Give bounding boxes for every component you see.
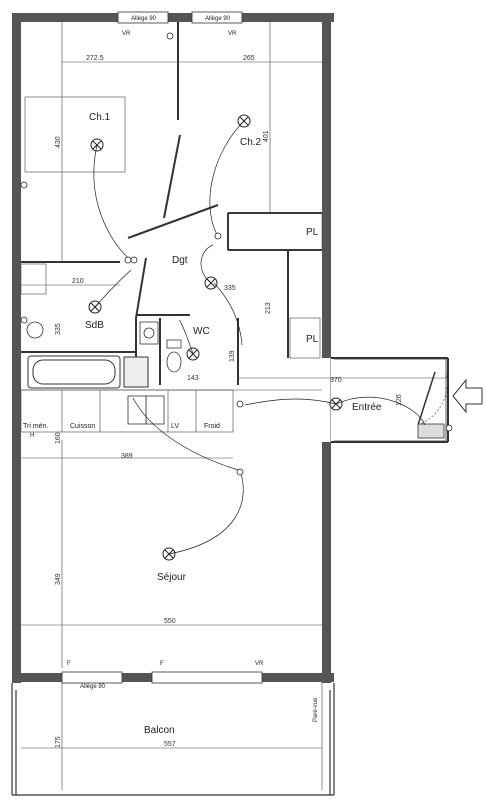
room-label-ch2: Ch.2: [240, 137, 262, 148]
label-froid: Froid: [204, 423, 220, 430]
dim-sejour-width: 550: [164, 618, 176, 625]
top-windows: [117, 11, 243, 24]
dim-kitchen-depth: 160: [55, 432, 62, 444]
dim-kitchen-width: 389: [121, 453, 133, 460]
room-label-dgt: Dgt: [172, 255, 188, 266]
dim-ch2-depth: 401: [263, 130, 270, 142]
dim-ch1-depth: 430: [55, 136, 62, 148]
dim-wc-depth: 139: [229, 350, 236, 362]
room-label-sejour: Séjour: [157, 572, 187, 583]
dim-ch1-width: 272.5: [86, 55, 104, 62]
dim-balcon-width: 557: [164, 741, 176, 748]
balcony: [11, 683, 335, 796]
wiring: [93, 120, 426, 555]
thin-lines: [20, 22, 448, 790]
sinks: [26, 321, 182, 425]
room-label-sdb: SdB: [85, 320, 104, 331]
room-label-balcon: Balcon: [144, 725, 175, 736]
dim-entree-depth: 126: [396, 394, 403, 406]
room-label-pl-1: PL: [306, 227, 319, 238]
tag-allege-bottom: Allège 90: [80, 684, 106, 690]
wall-right-lower: [322, 442, 331, 683]
wall-top: [12, 13, 334, 22]
tag-pare-vue: Pare-vue: [313, 697, 319, 722]
dim-ch2-width: 265: [243, 55, 255, 62]
label-lv: LV: [171, 423, 179, 430]
dim-sejour-depth: 349: [55, 573, 62, 585]
wall-right-upper: [322, 13, 331, 358]
tag-allege-top-left: Allège 90: [131, 16, 157, 22]
tag-f-b: F: [160, 661, 164, 667]
bathtub: [27, 355, 149, 389]
switches: [20, 32, 453, 476]
interior-walls: [21, 22, 322, 385]
entry-arrow-icon: [452, 378, 483, 414]
room-label-ch1: Ch.1: [89, 112, 111, 123]
dim-pl-depth: 213: [265, 302, 272, 314]
tag-vr-b: VR: [228, 31, 237, 37]
room-label-entree: Entrée: [352, 402, 382, 413]
dim-sdb-depth: 335: [55, 323, 62, 335]
tag-vr-a: VR: [122, 31, 131, 37]
label-tri-men: Tri mén.: [23, 423, 48, 430]
room-label-pl-2: PL: [306, 334, 319, 345]
room-label-wc: WC: [193, 326, 210, 337]
tag-vr-c: VR: [255, 661, 264, 667]
tag-f-a: F: [67, 661, 71, 667]
label-cuisson: Cuisson: [70, 423, 95, 430]
tag-allege-top-right: Allège 90: [205, 16, 231, 22]
dim-dgt: 335: [224, 285, 236, 292]
label-h: H: [30, 433, 34, 439]
dim-sdb-width: 210: [72, 278, 84, 285]
dim-entree-width: 370: [330, 377, 342, 384]
bottom-windows: [61, 671, 263, 684]
dim-wc-width: 143: [187, 375, 199, 382]
light-fixtures: [88, 114, 343, 561]
wall-left: [12, 13, 21, 683]
dim-balcon-depth: 175: [55, 736, 62, 748]
